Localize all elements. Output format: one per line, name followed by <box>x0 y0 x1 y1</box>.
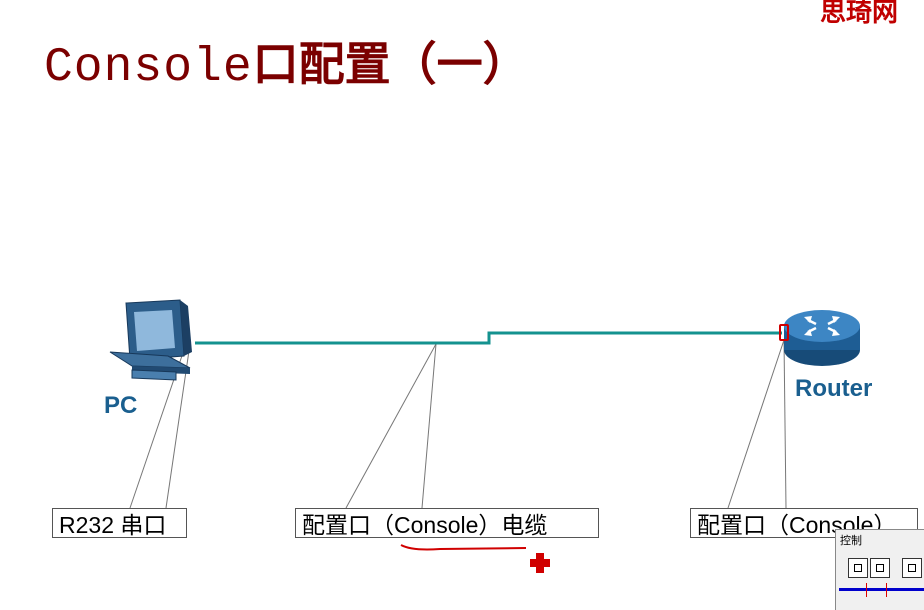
cable-callout: 配置口（Console）电缆 <box>295 508 599 538</box>
stop-button[interactable] <box>870 558 890 578</box>
cable-leader-line-1 <box>345 343 437 509</box>
annotation-underline <box>400 544 527 551</box>
pc-label: PC <box>104 392 138 419</box>
next-button[interactable] <box>902 558 922 578</box>
console-cable-line <box>195 331 782 345</box>
router-leader-line-2 <box>783 339 787 509</box>
control-panel-title: 控制 <box>840 534 862 547</box>
slide-title: Console 口配置（一） <box>44 28 529 95</box>
cable-leader-line-2 <box>421 343 437 509</box>
router-leader-line-1 <box>727 339 785 509</box>
playback-progress-track[interactable] <box>839 588 924 591</box>
playback-tick-marker <box>886 583 887 597</box>
corner-brand-text: 思琦网 <box>820 0 899 28</box>
pause-button[interactable] <box>848 558 868 578</box>
red-plus-cursor-icon <box>530 553 550 573</box>
pc-port-callout: R232 串口 <box>52 508 187 538</box>
router-label: Router <box>795 375 873 402</box>
router-icon <box>784 310 860 366</box>
router-console-port-marker <box>779 324 789 341</box>
title-english: Console <box>44 41 253 95</box>
router-port-callout: 配置口（Console） <box>690 508 918 538</box>
playback-control-panel: 控制 <box>835 529 924 610</box>
pc-icon <box>109 299 192 381</box>
title-chinese: 口配置（一） <box>252 37 529 91</box>
playback-tick-marker <box>866 583 867 597</box>
